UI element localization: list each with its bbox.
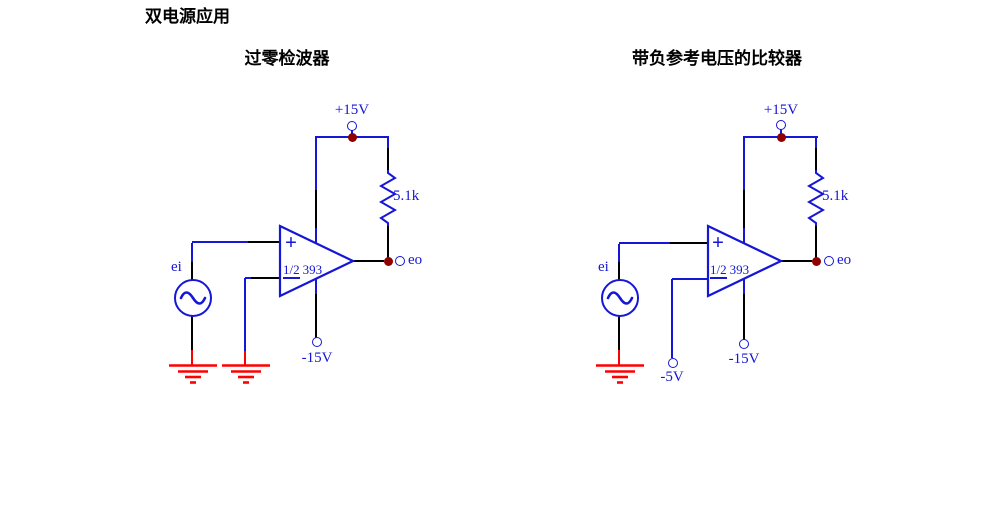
wire <box>251 277 281 279</box>
wire <box>315 228 317 244</box>
wire <box>245 277 251 279</box>
vminus-terminal <box>311 337 322 347</box>
wire <box>618 244 620 262</box>
vminus-label: -15V <box>728 351 760 367</box>
wire <box>743 190 745 228</box>
wire <box>743 228 745 244</box>
sine-icon <box>179 291 207 305</box>
opamp-triangle <box>706 224 784 298</box>
chip-number-label: 393 <box>729 262 750 277</box>
wire <box>353 260 384 262</box>
wire <box>191 350 193 366</box>
circuit-subtitle: 带负参考电压的比较器 <box>632 49 802 68</box>
chip-half-label: 1/2 <box>283 262 300 279</box>
wire <box>781 260 812 262</box>
circuit-subtitle: 过零检波器 <box>244 49 330 68</box>
wire <box>315 190 317 228</box>
input-label: ei <box>171 259 182 275</box>
output-label: eo <box>837 252 852 268</box>
chip-half-label: 1/2 <box>710 262 727 279</box>
sine-icon <box>606 291 634 305</box>
wire <box>743 279 745 294</box>
wire <box>315 279 317 294</box>
vplus-terminal <box>776 120 786 130</box>
vref-label: -5V <box>660 369 684 385</box>
wire <box>743 294 745 340</box>
wire <box>743 136 745 190</box>
noninverting-input-label: + <box>285 230 297 254</box>
wire <box>315 136 317 190</box>
junction-dot <box>347 132 357 142</box>
wire <box>387 148 389 171</box>
output-node-dot <box>811 256 821 266</box>
wire <box>671 279 673 358</box>
wire <box>618 316 620 350</box>
wire <box>191 243 193 262</box>
wire <box>244 278 246 351</box>
ground-symbol <box>596 364 644 384</box>
wire <box>780 128 782 136</box>
wire <box>815 225 817 258</box>
pullup-resistor <box>806 170 826 226</box>
wire <box>387 136 389 148</box>
wire <box>244 351 246 366</box>
wire <box>315 294 317 338</box>
ground-symbol <box>169 364 217 384</box>
pullup-resistor <box>378 170 398 226</box>
wire <box>618 350 620 366</box>
input-source <box>174 279 212 317</box>
wire <box>815 148 817 171</box>
vminus-terminal <box>739 339 749 349</box>
output-terminal <box>824 256 834 266</box>
output-label: eo <box>408 252 423 268</box>
noninverting-input-label: + <box>712 230 724 254</box>
wire <box>815 136 817 148</box>
vplus-terminal <box>347 121 357 131</box>
wire <box>670 242 709 244</box>
output-terminal <box>395 256 405 266</box>
ground-symbol <box>222 364 270 384</box>
output-node-dot <box>383 256 393 266</box>
vref-terminal <box>668 357 678 368</box>
vminus-label: -15V <box>301 350 333 366</box>
page-title: 双电源应用 <box>145 7 230 26</box>
wire <box>619 242 670 244</box>
resistor-value-label: 5.1k <box>393 188 420 204</box>
input-source <box>601 279 639 317</box>
resistor-value-label: 5.1k <box>822 188 849 204</box>
wire <box>191 316 193 350</box>
vplus-label: +15V <box>334 102 370 118</box>
wire <box>672 278 709 280</box>
junction-dot <box>776 132 786 142</box>
chip-number-label: 393 <box>302 262 323 277</box>
wire <box>191 262 193 280</box>
wire <box>248 241 281 243</box>
wire <box>618 262 620 280</box>
vplus-label: +15V <box>763 102 799 118</box>
wire <box>387 225 389 258</box>
opamp-triangle <box>278 224 356 298</box>
input-label: ei <box>598 259 609 275</box>
wire <box>192 241 248 243</box>
